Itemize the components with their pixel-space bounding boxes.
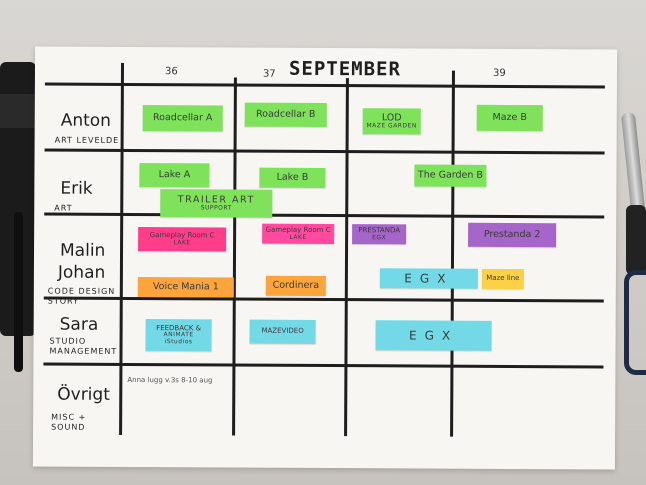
note-text: Prestanda 2 — [483, 228, 541, 241]
sticky-note-gameplay-room-c-1[interactable]: Gameplay Room C LAKE — [138, 227, 227, 252]
person-name-ovrigt: Övrigt — [57, 384, 110, 405]
sticky-note-feedback-animate[interactable]: FEEDBACK & ANIMATE iStudios — [145, 319, 212, 352]
note-text: EGX — [404, 271, 454, 286]
grid-horizontal-line-5 — [43, 362, 604, 369]
person-role-sara: STUDIO MANAGEMENT — [49, 336, 118, 356]
sticky-note-roadcellar-a[interactable]: Roadcellar A — [142, 105, 223, 132]
note-text: MAZEVIDEO — [261, 326, 304, 336]
note-subtext: MAZE GARDEN — [366, 122, 417, 130]
note-subtext: LAKE — [173, 238, 191, 246]
note-text: Roadcellar A — [152, 112, 213, 124]
scissors-pivot — [626, 205, 646, 275]
note-text: Lake A — [158, 169, 191, 181]
month-title: SEPTEMBER — [288, 57, 401, 81]
person-name-johan: Johan — [57, 262, 106, 283]
sticky-note-lake-a[interactable]: Lake A — [139, 163, 210, 188]
sticky-note-lake-b[interactable]: Lake B — [259, 167, 326, 189]
sticky-note-voice-mania[interactable]: Voice Mania 1 — [137, 277, 234, 298]
note-text: Cordinera — [272, 279, 320, 291]
black-marker-pen — [0, 62, 36, 372]
note-text: EGX — [408, 328, 459, 343]
sticky-note-prestanda-egx[interactable]: PRESTANDA EGX — [352, 224, 407, 245]
sticky-note-gameplay-room-c-2[interactable]: Gameplay Room C LAKE — [262, 223, 335, 245]
sticky-note-maze-b[interactable]: Maze B — [476, 104, 543, 132]
note-text: Maze B — [492, 111, 527, 124]
pen-clip — [14, 212, 23, 372]
week-number-37: 37 — [262, 68, 276, 80]
week-number-36: 36 — [164, 66, 178, 78]
note-subtext: LAKE — [289, 233, 307, 241]
grid-vertical-line-1 — [119, 62, 125, 435]
person-role-erik: ART — [54, 203, 73, 213]
person-role-ovrigt: MISC + SOUND — [51, 412, 87, 432]
scissors-handle — [624, 270, 646, 375]
note-text: Roadcellar B — [255, 108, 316, 120]
person-name-malin: Malin — [59, 240, 106, 261]
sticky-note-prestanda-2[interactable]: Prestanda 2 — [468, 222, 557, 248]
person-name-sara: Sara — [59, 314, 99, 335]
person-role-johan: CODE DESIGN STORY — [47, 286, 116, 306]
person-role-anton: ART LEVELDE — [54, 135, 120, 145]
sticky-note-egx-johan[interactable]: EGX — [379, 268, 478, 289]
note-text: Lake B — [276, 171, 309, 183]
grid-vertical-line-2 — [232, 77, 237, 436]
grid-horizontal-line-3 — [44, 212, 605, 219]
sticky-note-trailer-art-support[interactable]: TRAILER ART SUPPORT — [160, 189, 273, 218]
sticky-note-maze-line[interactable]: Maze line — [481, 268, 524, 290]
sticky-note-mazevideo[interactable]: MAZEVIDEO — [249, 319, 316, 344]
person-name-erik: Erik — [60, 178, 93, 199]
note-text: Voice Mania 1 — [152, 281, 219, 293]
note-text: The Garden B — [417, 169, 483, 181]
sticky-note-lod[interactable]: LOD MAZE GARDEN — [362, 108, 421, 135]
grid-horizontal-line-1 — [44, 82, 605, 89]
note-subtext: SUPPORT — [200, 204, 232, 212]
planning-sheet: SEPTEMBER 36 37 39 Anton ART LEVELDE Eri… — [32, 46, 618, 470]
sticky-note-cordinera[interactable]: Cordinera — [265, 275, 326, 297]
note-text: Maze line — [486, 274, 520, 283]
person-name-anton: Anton — [60, 110, 112, 131]
grid-horizontal-line-4 — [43, 296, 604, 303]
grid-vertical-line-4 — [450, 70, 455, 437]
grid-horizontal-line-2 — [44, 148, 605, 155]
note-subtext: EGX — [372, 233, 387, 241]
sticky-note-the-garden-b[interactable]: The Garden B — [414, 164, 487, 187]
note-subtext: ANIMATE iStudios — [163, 331, 194, 345]
sticky-note-roadcellar-b[interactable]: Roadcellar B — [244, 102, 327, 128]
sticky-note-egx-sara[interactable]: EGX — [375, 320, 492, 351]
scissors-blade — [620, 111, 646, 213]
misc-handwritten-note: Anna lugg v.3s 8-10 aug — [127, 375, 213, 385]
pen-label-band — [0, 94, 36, 128]
grid-vertical-line-3 — [344, 78, 349, 437]
week-number-39: 39 — [492, 67, 506, 79]
